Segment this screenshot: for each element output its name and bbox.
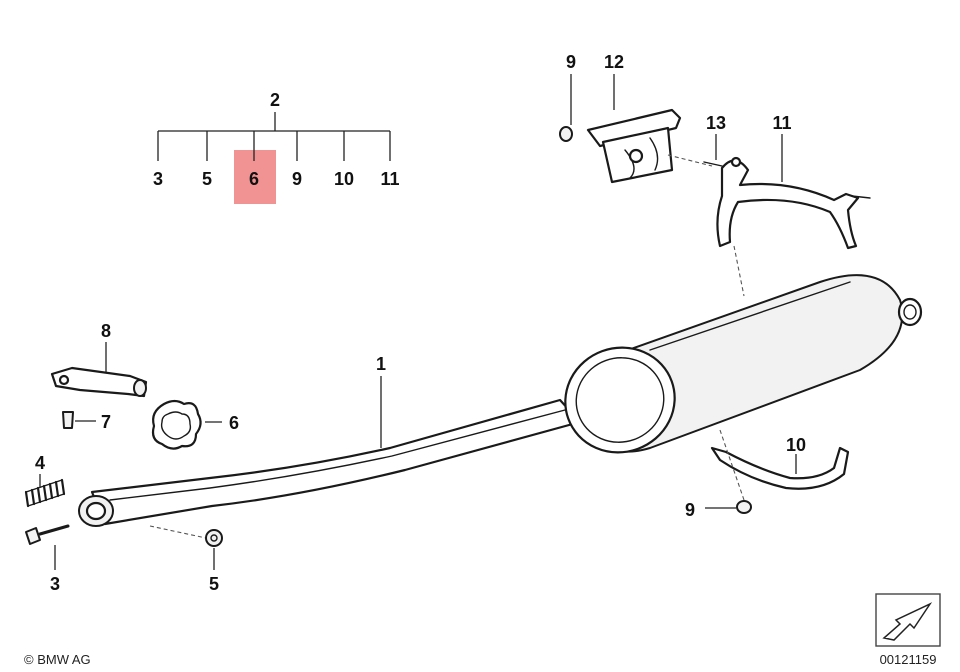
assembly-line — [733, 245, 745, 297]
screw-icon — [62, 411, 74, 429]
bracket-part — [50, 366, 148, 429]
strap-screw — [703, 161, 723, 167]
callout-4[interactable]: 4 — [35, 453, 45, 473]
footer: © BMW AG 00121159 — [24, 593, 941, 667]
nut-icon — [736, 500, 752, 514]
gasket-inner — [160, 411, 192, 440]
spring-part — [24, 478, 66, 508]
muffler-cap-rim — [575, 357, 665, 443]
bracket-hole — [58, 374, 70, 386]
callout-10[interactable]: 10 — [786, 435, 806, 455]
callout-9-top[interactable]: 9 — [566, 52, 576, 72]
highlight-box — [234, 150, 276, 204]
bolt-part — [25, 524, 70, 545]
callout-7[interactable]: 7 — [101, 412, 111, 432]
group-child-label-highlighted[interactable]: 6 — [249, 169, 259, 189]
tailpipe — [897, 297, 923, 327]
group-parent-label[interactable]: 2 — [270, 90, 280, 110]
callout-12[interactable]: 12 — [604, 52, 624, 72]
callout-5[interactable]: 5 — [209, 574, 219, 594]
strap-bolt — [851, 195, 871, 199]
group-child-label[interactable]: 3 — [153, 169, 163, 189]
tailpipe-bore — [903, 304, 917, 320]
callout-1[interactable]: 1 — [376, 354, 386, 374]
leader-lines — [39, 74, 797, 570]
group-child-label[interactable]: 5 — [202, 169, 212, 189]
assembly-line — [719, 429, 745, 501]
callout-11[interactable]: 11 — [772, 113, 791, 133]
group-child-label[interactable]: 11 — [380, 169, 399, 189]
rubber-mount-part — [559, 108, 713, 184]
lower-strap-part — [710, 429, 850, 514]
callout-labels: 1 9 12 13 11 8 7 6 4 3 5 9 10 — [35, 52, 806, 594]
strap-eye — [730, 156, 742, 168]
bracket-boss — [133, 379, 147, 397]
assembly-line — [149, 525, 207, 539]
upper-strap-part — [703, 156, 871, 297]
bolt-head — [25, 527, 41, 545]
orientation-arrow-icon — [882, 602, 933, 641]
callout-8[interactable]: 8 — [101, 321, 111, 341]
image-number: 00121159 — [880, 652, 937, 667]
callout-13[interactable]: 13 — [706, 113, 726, 133]
pipe-flange-bore — [85, 501, 107, 521]
nut-bore — [210, 534, 218, 542]
group-child-label[interactable]: 9 — [292, 169, 302, 189]
callout-9-bottom[interactable]: 9 — [685, 500, 695, 520]
nut-part — [149, 525, 223, 547]
nut-icon — [559, 126, 573, 142]
group-child-label[interactable]: 10 — [334, 169, 354, 189]
nut-icon — [205, 529, 223, 547]
gasket-part — [151, 399, 202, 450]
assembly-line — [667, 154, 713, 167]
callout-6[interactable]: 6 — [229, 413, 239, 433]
muffler-end-cap — [564, 346, 676, 454]
rear-muffler-part — [564, 274, 923, 454]
parts-group-tree: 2 3 5 6 9 10 11 — [153, 90, 400, 204]
mount-hole — [628, 148, 644, 164]
copyright-text: © BMW AG — [24, 652, 91, 667]
callout-3[interactable]: 3 — [50, 574, 60, 594]
